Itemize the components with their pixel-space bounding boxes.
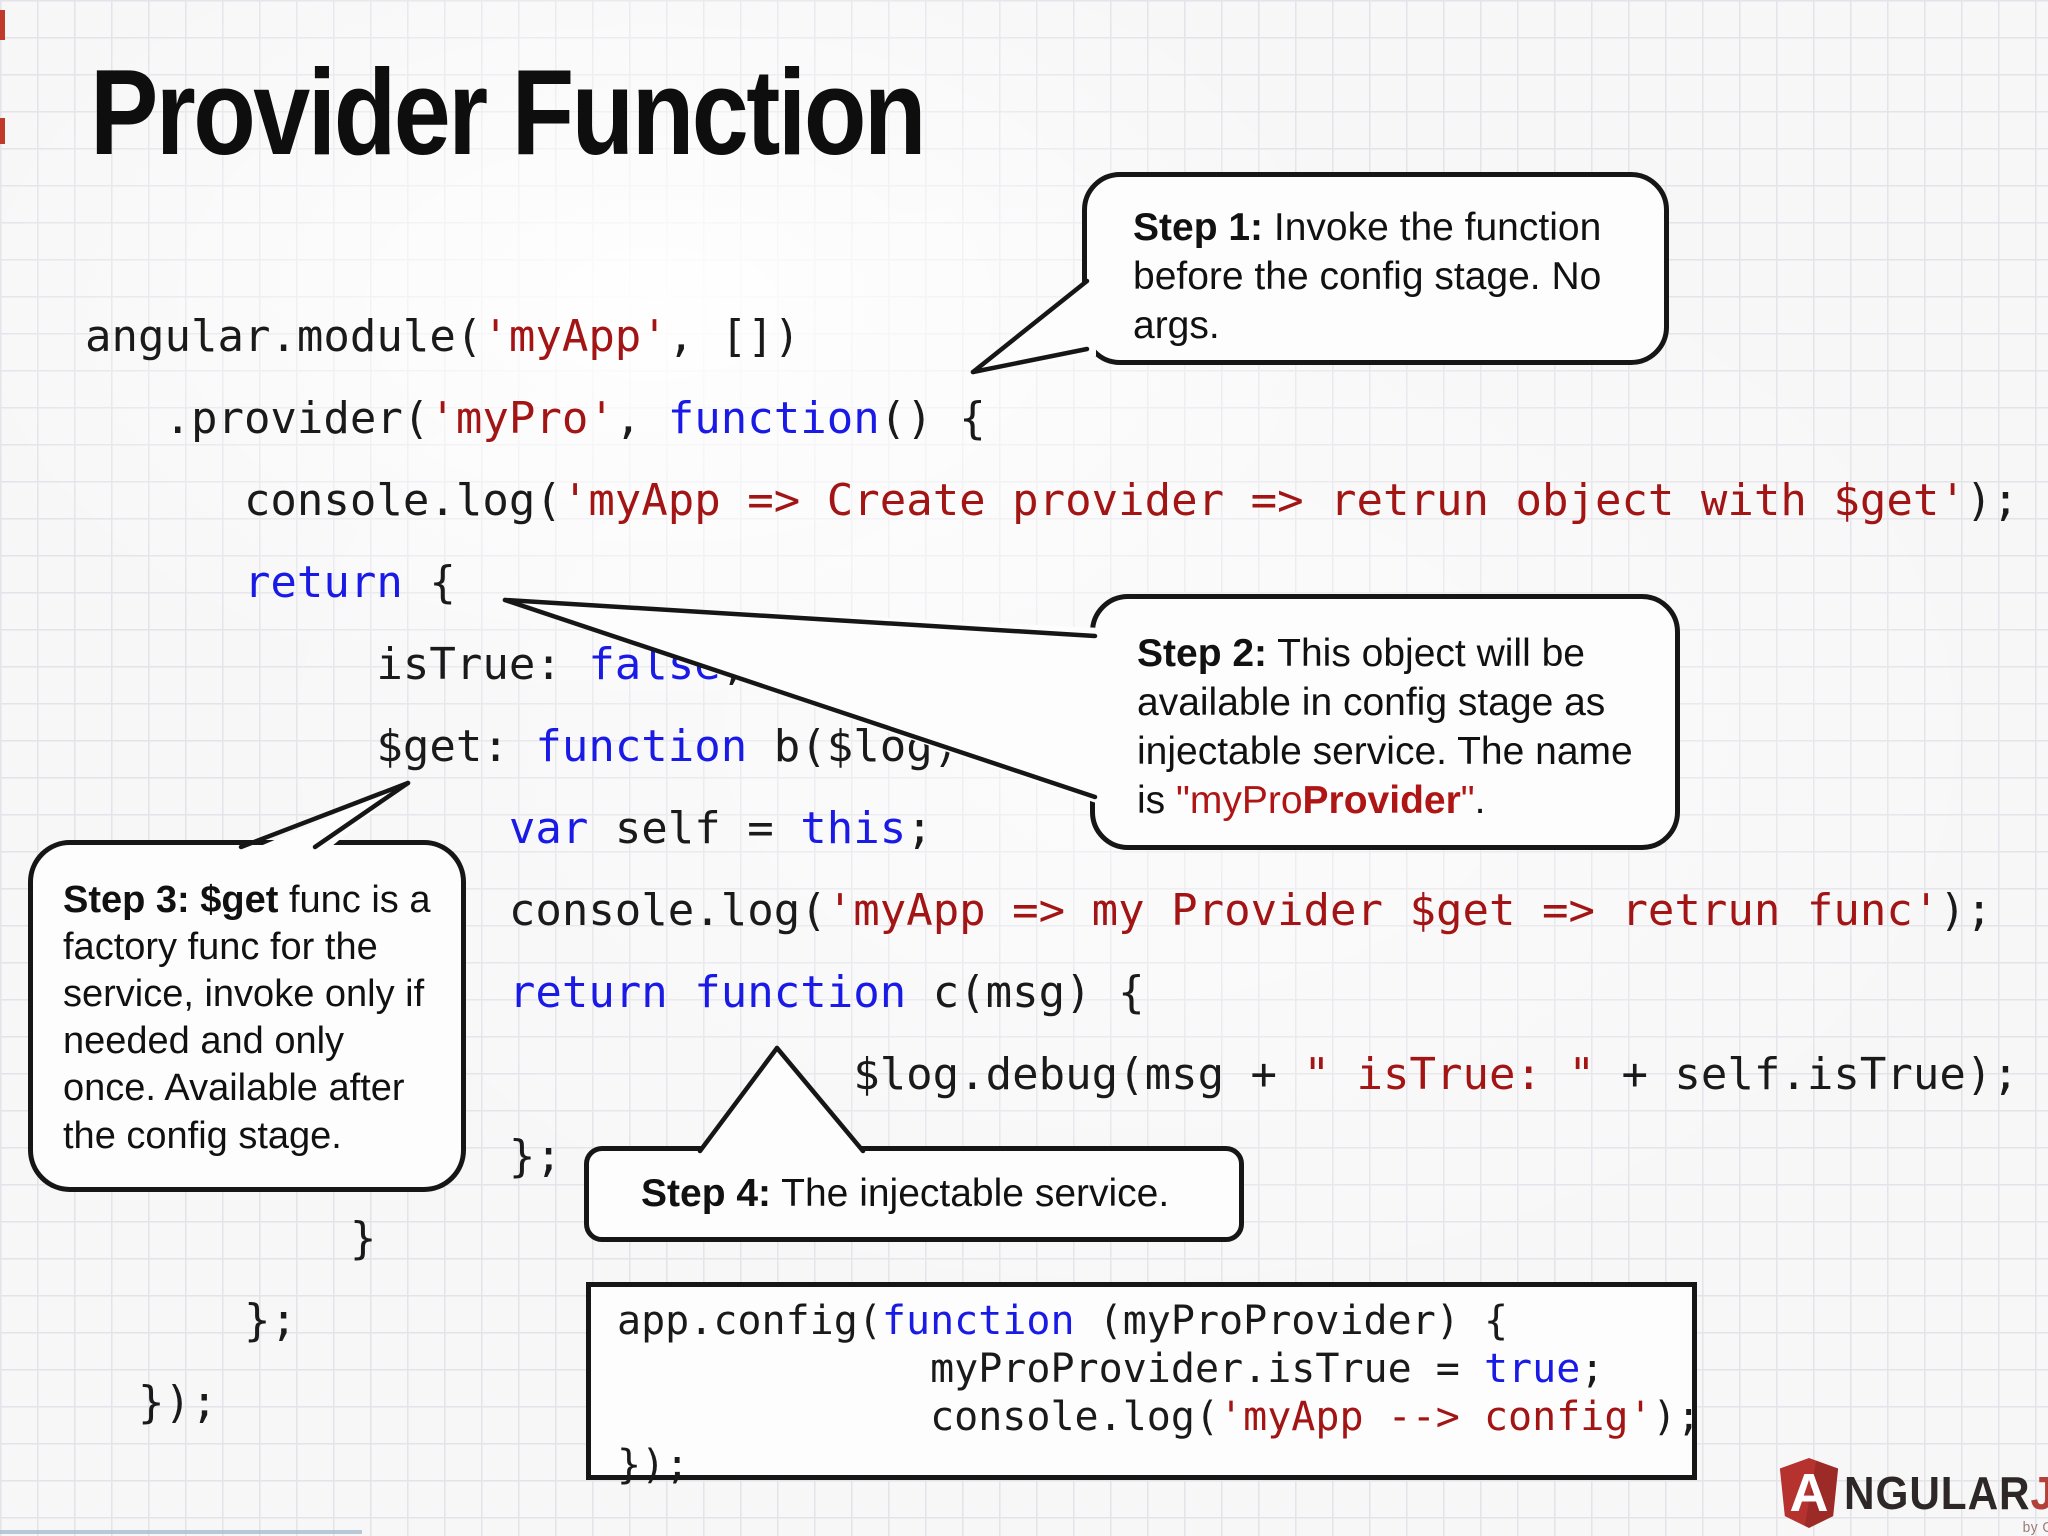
code-line: .provider('myPro', function() {	[85, 378, 2019, 460]
code-line: angular.module('myApp', [])	[85, 296, 2019, 378]
code-line: };	[85, 1280, 2019, 1362]
text-segment: 'myApp'	[482, 311, 668, 362]
code-line: console.log('myApp => Create provider =>…	[85, 460, 2019, 542]
config-code-box: app.config(function (myProProvider) {myP…	[586, 1282, 1701, 1488]
text-segment: b($log) {	[747, 721, 1013, 772]
text-segment: };	[243, 1295, 297, 1346]
text-segment: ,	[720, 639, 748, 690]
text-segment: "	[1460, 779, 1475, 823]
text-segment: $get:	[376, 721, 536, 772]
text-segment: isTrue:	[376, 639, 589, 690]
code-line: console.log('myApp => my Provider $get =…	[85, 870, 2019, 952]
code-line: return function c(msg) {	[85, 952, 2019, 1034]
text-segment: });	[617, 1442, 690, 1488]
text-segment: Step 3: $get	[63, 879, 279, 921]
text-segment: Step 4:	[641, 1172, 772, 1216]
text-segment: var	[508, 803, 589, 854]
text-segment: };	[508, 1131, 562, 1182]
code-line: console.log('myApp --> config');	[617, 1393, 1701, 1441]
text-segment: function	[881, 1298, 1075, 1344]
text-segment: {	[402, 557, 456, 608]
page-title: Provider Function	[90, 44, 927, 180]
step2-callout-text: Step 2: This object will be available in…	[1137, 632, 1633, 822]
text-segment: false	[588, 639, 721, 690]
text-segment: Step 2:	[1137, 632, 1268, 675]
code-line: }	[85, 1198, 2019, 1280]
code-line: $log.debug(msg + " isTrue: " + self.isTr…	[85, 1034, 2019, 1116]
step4-callout-text: Step 4: The injectable service.	[641, 1169, 1169, 1218]
text-segment: console.log(	[508, 885, 827, 936]
text-segment: console.log(	[243, 475, 562, 526]
text-segment: 'myApp => Create provider => retrun obje…	[561, 475, 1966, 526]
code-line: myProProvider.isTrue = true;	[617, 1345, 1692, 1393]
angularjs-wordmark-rest: NGULAR	[1844, 1467, 2031, 1519]
code-line: isTrue: false,	[85, 624, 2019, 706]
text-segment: );	[1965, 475, 2019, 526]
text-segment: c(msg) {	[906, 967, 1145, 1018]
code-line: $get: function b($log) {	[85, 706, 2019, 788]
text-segment: this	[800, 803, 907, 854]
angularjs-wordmark: NGULARJS by Google	[1844, 1466, 2048, 1536]
text-segment: }	[349, 1213, 377, 1264]
code-line: var self = this;	[85, 788, 2019, 870]
text-segment: () {	[879, 393, 986, 444]
text-segment: (myProProvider) {	[1074, 1298, 1509, 1344]
text-segment: Provider	[1302, 779, 1461, 823]
text-segment: function	[535, 721, 748, 772]
text-segment: $log.debug(msg +	[853, 1049, 1304, 1100]
text-segment: true	[1483, 1346, 1581, 1392]
text-segment: 'myApp => my Provider $get => retrun fun…	[826, 885, 1940, 936]
screen-edge-artifact	[0, 10, 5, 40]
angularjs-wordmark-js: JS	[2031, 1467, 2048, 1519]
text-segment: ;	[906, 803, 933, 854]
text-segment: The injectable service.	[771, 1172, 1170, 1216]
step1-callout-text: Step 1: Invoke the function before the c…	[1133, 206, 1601, 347]
step3-callout: Step 3: $get func is a factory func for …	[28, 840, 466, 1192]
code-line: app.config(function (myProProvider) {	[617, 1297, 1692, 1345]
text-segment: return	[243, 557, 403, 608]
text-segment: );	[1939, 885, 1993, 936]
text-segment: .provider(	[164, 393, 430, 444]
angularjs-logo: A NGULARJS by Google	[1778, 1458, 2048, 1536]
step3-callout-text: Step 3: $get func is a factory func for …	[63, 879, 430, 1157]
step1-callout: Step 1: Invoke the function before the c…	[1082, 172, 1669, 365]
text-segment: myProProvider.isTrue =	[930, 1346, 1484, 1392]
step2-callout: Step 2: This object will be available in…	[1090, 594, 1680, 850]
text-segment: return function	[508, 967, 907, 1018]
text-segment: angular.module(	[85, 311, 483, 362]
text-segment: .	[1474, 779, 1486, 823]
text-segment: ;	[1580, 1346, 1605, 1392]
text-segment: + self.isTrue);	[1594, 1049, 2019, 1100]
code-line: return {	[85, 542, 2019, 624]
text-segment: func is a factory func for the service, …	[63, 879, 431, 1157]
text-segment: console.log(	[930, 1394, 1220, 1440]
code-line: });	[85, 1362, 2019, 1444]
text-segment: });	[137, 1377, 218, 1428]
text-segment: ,	[614, 393, 668, 444]
text-segment: );	[1652, 1394, 1701, 1440]
text-segment: "myPro	[1176, 779, 1303, 823]
angularjs-byline: by Google	[2022, 1519, 2048, 1536]
text-segment: 'myApp --> config'	[1219, 1394, 1653, 1440]
text-segment: 'myPro'	[429, 393, 615, 444]
angular-shield-icon: A	[1779, 1458, 1839, 1528]
text-segment: Invoke the function before the config st…	[1133, 206, 1602, 348]
screen-edge-artifact	[0, 1530, 362, 1534]
angular-shield-letter: A	[1789, 1463, 1829, 1523]
text-segment: function	[667, 393, 880, 444]
text-segment: , [])	[667, 311, 801, 362]
text-segment: This object will be available in config …	[1137, 632, 1633, 823]
step4-callout: Step 4: The injectable service.	[584, 1146, 1244, 1242]
text-segment: " isTrue: "	[1303, 1049, 1595, 1100]
text-segment: app.config(	[617, 1298, 882, 1344]
code-line: });	[617, 1441, 1692, 1489]
code-line: };	[85, 1116, 2019, 1198]
text-segment: Step 1:	[1133, 206, 1264, 249]
screen-edge-artifact	[0, 118, 5, 144]
text-segment: self =	[588, 803, 801, 854]
